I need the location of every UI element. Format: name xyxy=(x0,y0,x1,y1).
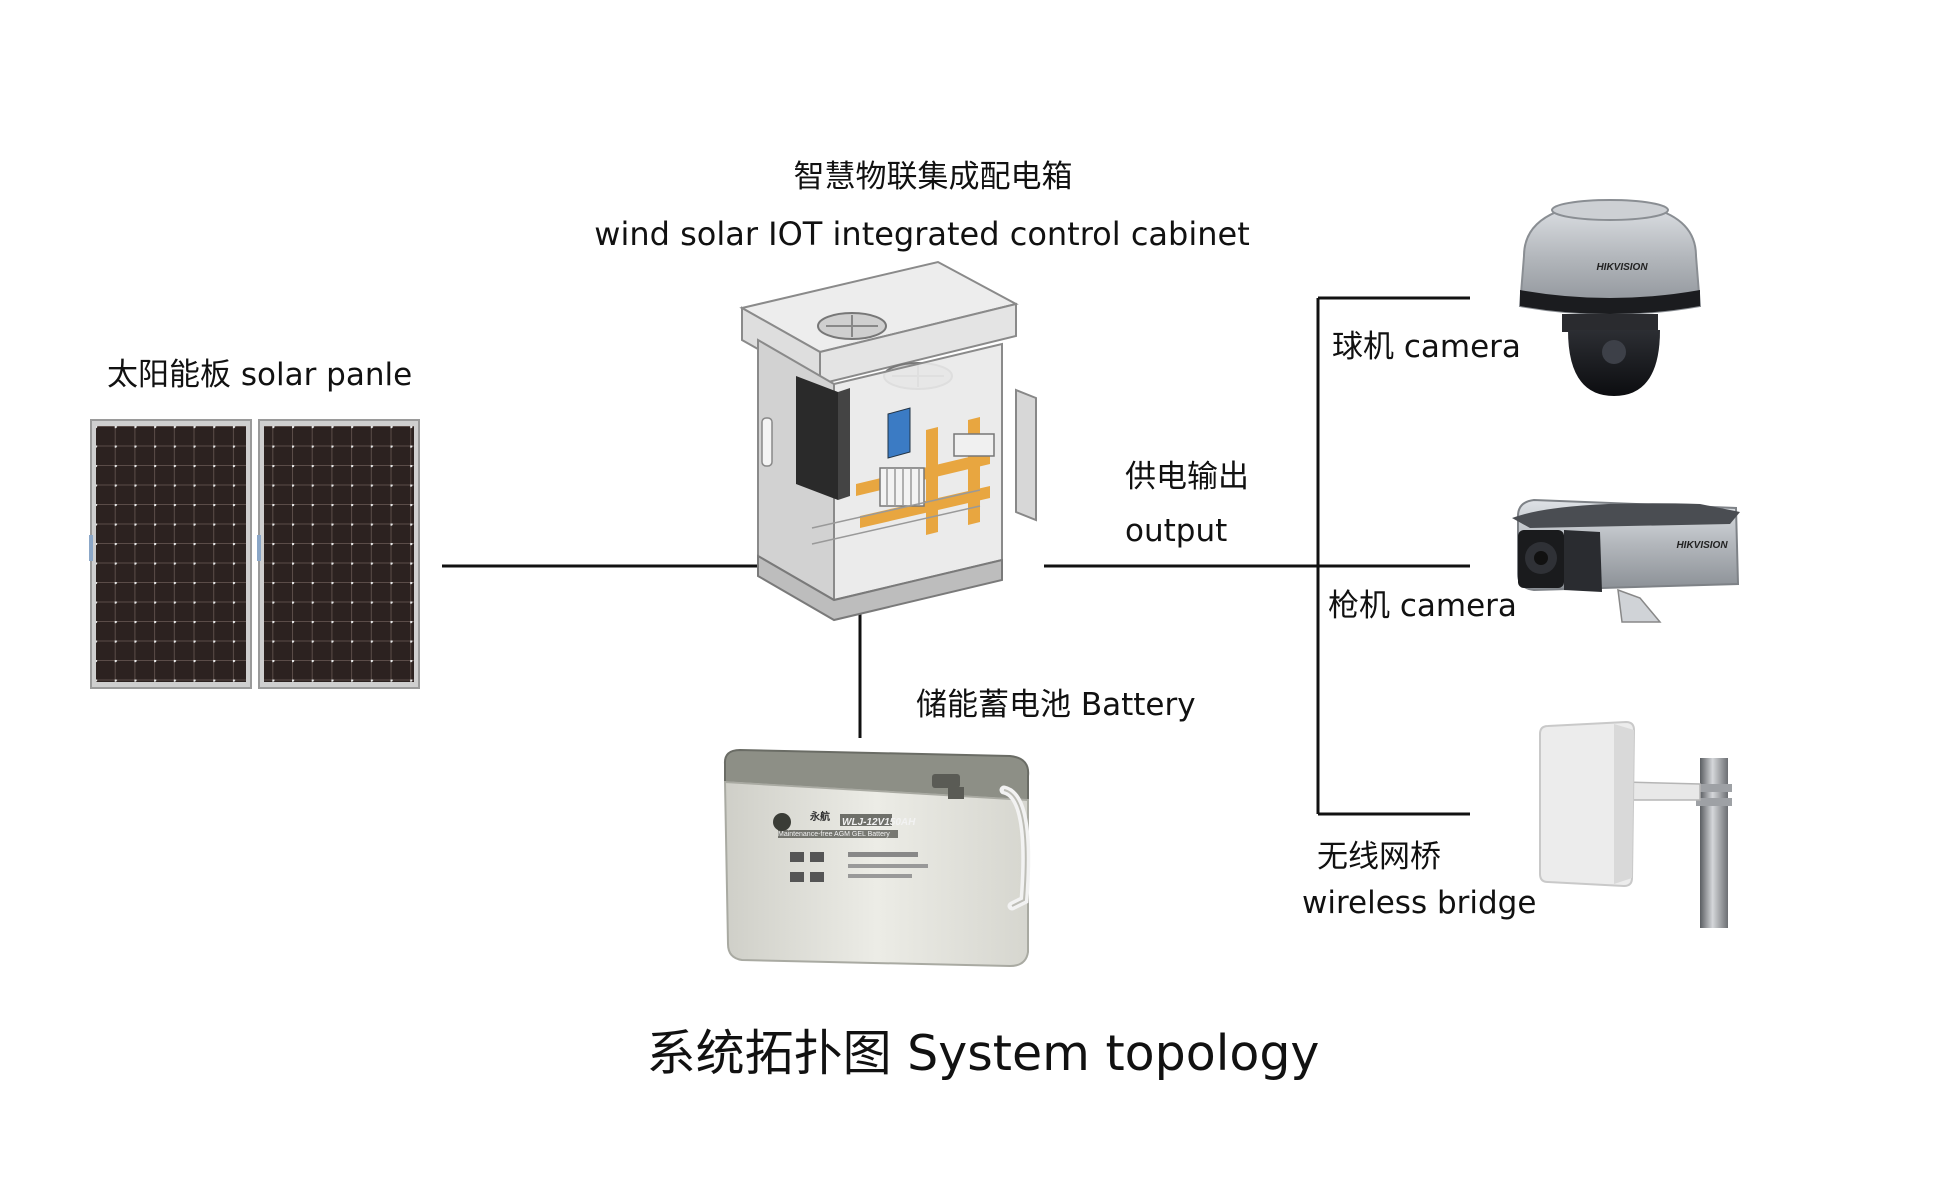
solar-panel-label: 太阳能板 solar panle xyxy=(107,357,413,393)
cabinet-label-en: wind solar IOT integrated control cabine… xyxy=(594,215,1250,253)
battery-illustration xyxy=(723,748,1031,968)
battery-type-mark: Maintenance-free AGM GEL Battery xyxy=(778,831,890,838)
bullet-camera-label: 枪机 camera xyxy=(1328,588,1517,624)
wireless-bridge-label-zh: 无线网桥 xyxy=(1317,839,1441,875)
output-label-en: output xyxy=(1125,513,1228,549)
dome-camera-label: 球机 camera xyxy=(1332,329,1521,365)
dome-camera-illustration xyxy=(1518,199,1702,396)
output-label-zh: 供电输出 xyxy=(1125,459,1249,495)
bullet-brand-mark: HIKVISION xyxy=(1676,540,1728,551)
battery-model-mark: WLJ-12V150AH xyxy=(842,817,916,828)
connection-lines xyxy=(442,296,1470,816)
dome-brand-mark: HIKVISION xyxy=(1596,262,1648,273)
control-cabinet-illustration xyxy=(739,260,1037,622)
wireless-bridge-illustration xyxy=(1539,720,1732,928)
cabinet-label-zh: 智慧物联集成配电箱 xyxy=(793,159,1073,195)
battery-label: 储能蓄电池 Battery xyxy=(916,687,1196,723)
bullet-camera-illustration xyxy=(1512,498,1740,623)
battery-brand-mark: 永航 xyxy=(809,810,830,823)
solar-panel-illustration xyxy=(89,419,420,689)
diagram-title: 系统拓扑图 System topology xyxy=(646,1025,1320,1082)
wireless-bridge-label-en: wireless bridge xyxy=(1302,885,1537,921)
